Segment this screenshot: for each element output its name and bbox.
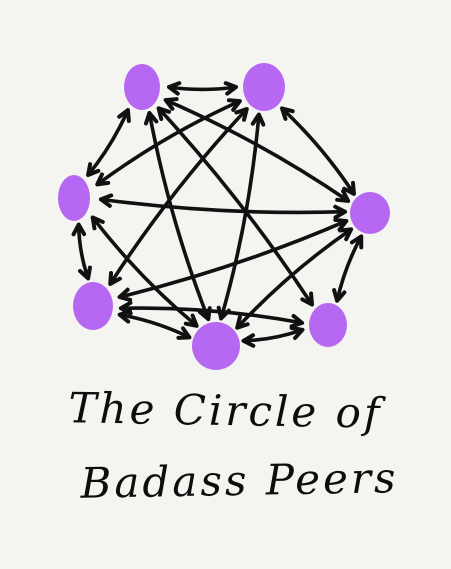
peer-nodes xyxy=(58,63,390,370)
connection-arrow xyxy=(71,222,92,281)
connection-arrow xyxy=(216,112,266,321)
peer-bottom-left-node xyxy=(73,282,113,330)
peer-top-left-node xyxy=(124,64,160,110)
peer-right-node xyxy=(350,192,390,234)
connection-arrow xyxy=(98,193,348,220)
peer-bottom-node xyxy=(192,322,240,370)
peer-connections xyxy=(71,81,364,348)
connection-arrow xyxy=(241,325,305,348)
connection-arrow xyxy=(86,108,131,177)
connection-arrow xyxy=(167,81,238,96)
connection-arrow xyxy=(332,234,364,303)
connection-arrow xyxy=(163,97,351,203)
connection-arrow xyxy=(90,215,199,328)
connection-arrow xyxy=(118,300,305,329)
caption-line-2: Badass Peers xyxy=(80,453,399,508)
peer-top-right-node xyxy=(243,63,285,111)
connection-arrow xyxy=(108,107,249,286)
peer-bottom-right-node xyxy=(309,303,347,347)
connection-arrow xyxy=(95,98,242,187)
connection-arrow xyxy=(117,217,349,302)
connection-arrow xyxy=(280,106,356,196)
peer-network-diagram xyxy=(58,63,390,370)
peer-left-node xyxy=(58,175,90,221)
caption-line-1: The Circle of xyxy=(68,383,383,438)
